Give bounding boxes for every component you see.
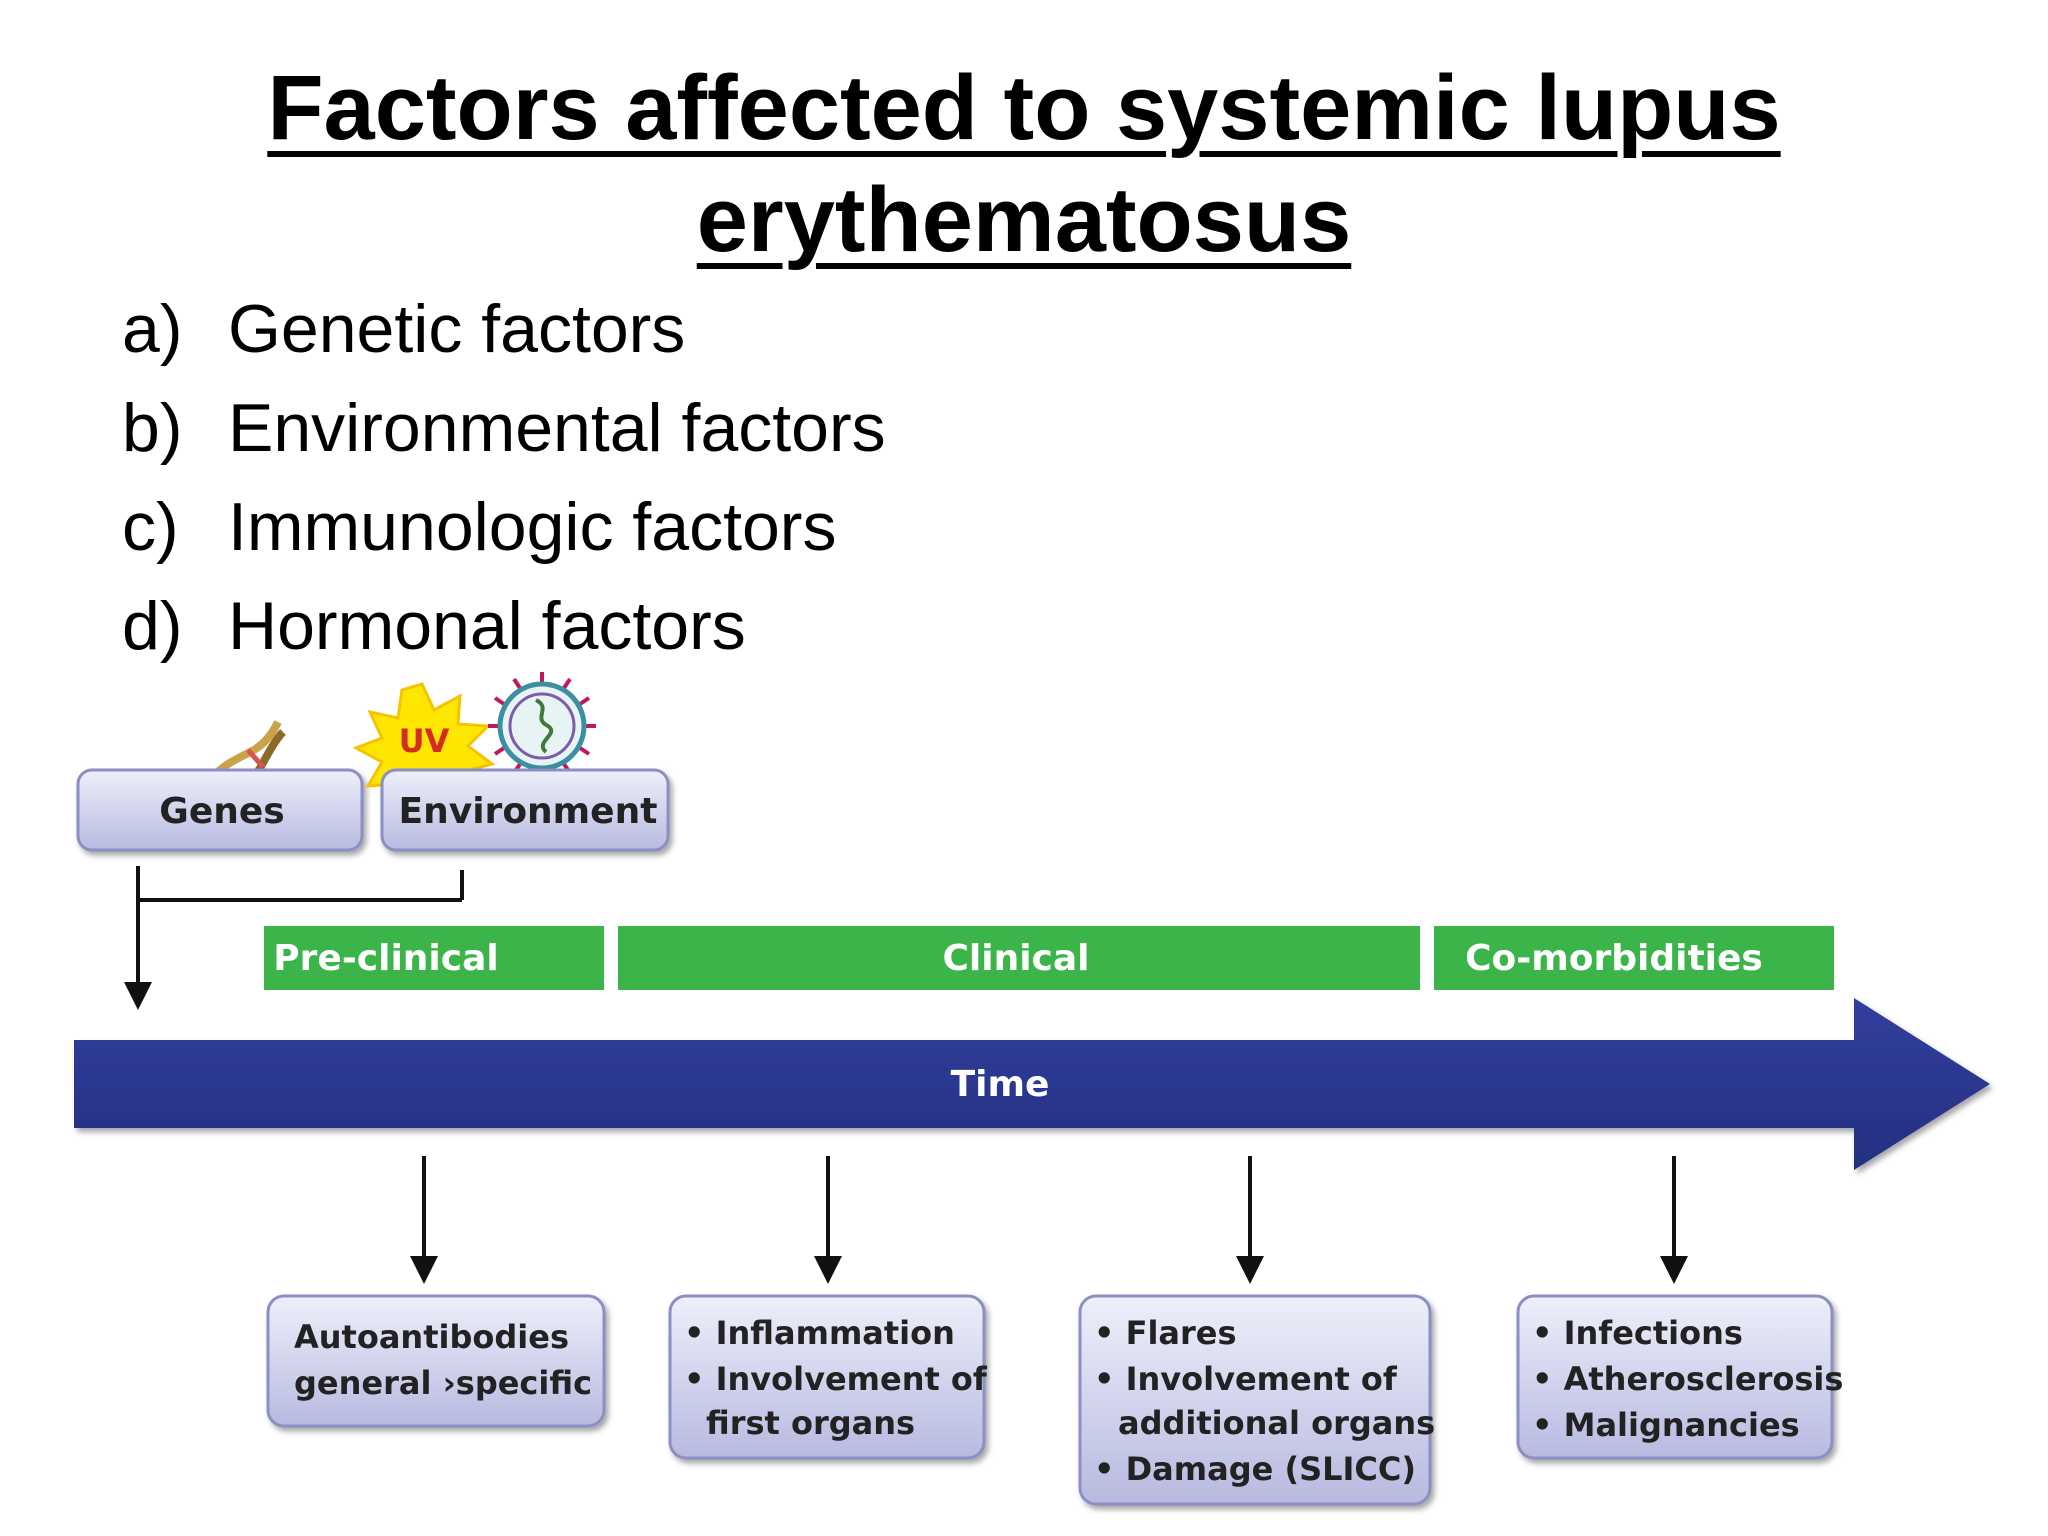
outcome-line: • Atherosclerosis: [1532, 1360, 1843, 1398]
environment-label: Environment: [399, 791, 658, 832]
phase-bar-clinical: [618, 926, 1420, 990]
outcome-box-clinical-late: [1078, 1294, 1432, 1506]
outcome-box-preclinical: [266, 1294, 606, 1428]
factor-item: c) Immunologic factors: [122, 478, 886, 577]
phase-label-pre-clinical: Pre-clinical: [273, 938, 498, 979]
outcome-line: general ›specific: [294, 1364, 592, 1402]
outcome-box-co-morbidities: [1516, 1294, 1834, 1460]
factor-marker: d): [122, 588, 183, 664]
virus-icon: [488, 672, 596, 780]
outcome-line: • Involvement of: [1094, 1360, 1398, 1398]
slide-title: Factors affected to systemic lupus eryth…: [0, 52, 2048, 276]
phase-bar-pre-clinical: [264, 926, 604, 990]
outcome-line: • Infections: [1532, 1314, 1743, 1352]
phase-label-clinical: Clinical: [942, 938, 1089, 979]
outcome-line: • Damage (SLICC): [1094, 1450, 1416, 1488]
slide-title-line-2: erythematosus: [696, 169, 1352, 271]
phase-label-co-morbidities: Co-morbidities: [1465, 938, 1763, 979]
outcome-line: • Malignancies: [1532, 1406, 1800, 1444]
factor-marker: a): [122, 291, 183, 367]
factor-item: b) Environmental factors: [122, 379, 886, 478]
factor-label: Immunologic factors: [228, 489, 837, 565]
factor-label: Environmental factors: [228, 390, 886, 466]
time-label: Time: [951, 1064, 1050, 1105]
onset-connector: [124, 866, 464, 1010]
phase-bars: Pre-clinical Clinical Co-morbidities: [264, 926, 1834, 990]
factor-label: Hormonal factors: [228, 588, 746, 664]
factor-label: Genetic factors: [228, 291, 686, 367]
outcome-box-clinical-early: [668, 1294, 986, 1460]
slide-title-line-1: Factors affected to systemic lupus: [267, 57, 1781, 159]
genes-box: [76, 768, 364, 852]
outcome-line: • Inflammation: [684, 1314, 955, 1352]
outcome-line: • Involvement of: [684, 1360, 988, 1398]
genes-label: Genes: [159, 791, 284, 832]
factor-item: d) Hormonal factors: [122, 577, 886, 676]
environment-box: [380, 768, 670, 852]
factor-marker: c): [122, 489, 179, 565]
outcome-line: first organs: [706, 1404, 915, 1442]
outcome-line: • Flares: [1094, 1314, 1237, 1352]
outcome-arrows: [410, 1156, 1688, 1284]
uv-label: UV: [399, 722, 450, 760]
outcome-line: Autoantibodies: [294, 1318, 569, 1356]
outcome-line: additional organs: [1118, 1404, 1435, 1442]
factor-list: a) Genetic factors b) Environmental factor…: [122, 280, 886, 676]
factor-item: a) Genetic factors: [122, 280, 886, 379]
phase-bar-co-morbidities: [1434, 926, 1834, 990]
factor-marker: b): [122, 390, 183, 466]
time-arrow: [74, 998, 1990, 1170]
